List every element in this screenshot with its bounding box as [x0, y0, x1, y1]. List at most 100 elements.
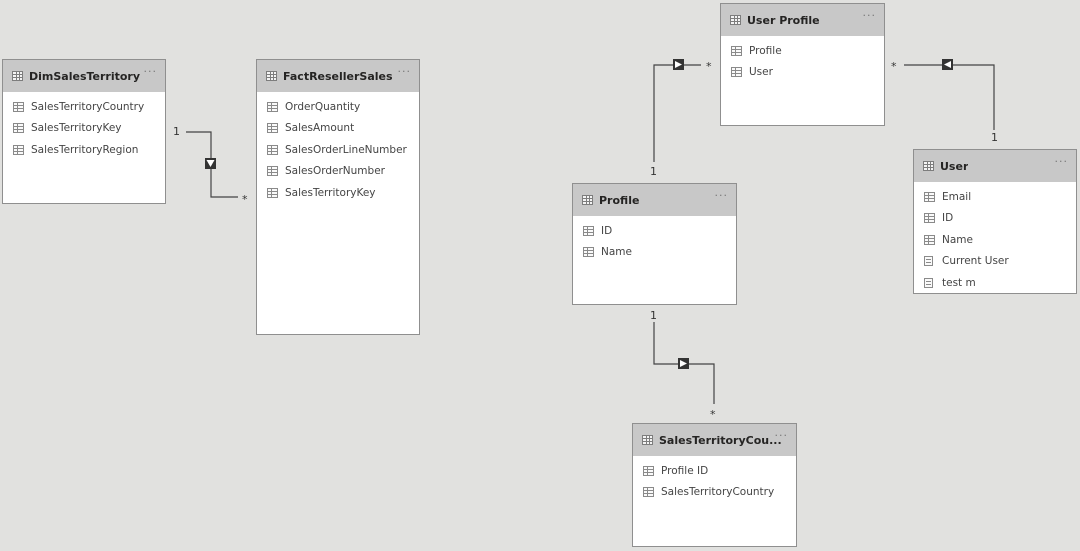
relationship-profile-userprofile[interactable]: 1 *	[650, 59, 712, 178]
more-options-icon[interactable]: ···	[397, 65, 411, 78]
filter-direction-right-icon	[678, 358, 689, 369]
table-header[interactable]: FactResellerSales ···	[257, 60, 419, 92]
table-card-user[interactable]: User ··· Email ID Name Current User test…	[913, 149, 1077, 294]
field-item[interactable]: Current User	[914, 251, 1076, 273]
field-item[interactable]: SalesAmount	[257, 118, 419, 140]
field-item[interactable]: SalesOrderNumber	[257, 161, 419, 183]
column-icon	[583, 225, 594, 236]
column-icon	[924, 234, 935, 245]
field-label: SalesAmount	[285, 122, 355, 135]
field-item[interactable]: User	[721, 62, 884, 84]
relationship-dimsalesterritory-factresellersales[interactable]: 1 *	[173, 125, 248, 206]
column-icon	[583, 247, 594, 258]
column-icon	[924, 213, 935, 224]
field-list: OrderQuantity SalesAmount SalesOrderLine…	[257, 92, 419, 204]
field-item[interactable]: OrderQuantity	[257, 96, 419, 118]
field-item[interactable]: SalesTerritoryCountry	[3, 96, 165, 118]
table-header[interactable]: User ···	[914, 150, 1076, 182]
filter-direction-down-icon	[205, 158, 216, 169]
field-label: SalesTerritoryKey	[285, 186, 376, 199]
field-label: SalesTerritoryKey	[31, 122, 122, 135]
field-item[interactable]: Profile	[721, 40, 884, 62]
more-options-icon[interactable]: ···	[862, 9, 876, 22]
cardinality-one-label: 1	[991, 131, 998, 144]
table-icon	[12, 71, 23, 81]
field-label: ID	[601, 224, 613, 237]
column-icon	[643, 487, 654, 498]
more-options-icon[interactable]: ···	[774, 429, 788, 442]
column-icon	[13, 123, 24, 134]
cardinality-one-label: 1	[173, 125, 180, 138]
field-item[interactable]: ID	[573, 220, 736, 242]
field-item[interactable]: SalesTerritoryKey	[257, 182, 419, 204]
measure-icon	[924, 277, 933, 288]
filter-direction-right-icon	[673, 59, 684, 70]
more-options-icon[interactable]: ···	[714, 189, 728, 202]
table-card-profile[interactable]: Profile ··· ID Name	[572, 183, 737, 305]
field-list: Profile ID SalesTerritoryCountry	[633, 456, 796, 503]
field-list: SalesTerritoryCountry SalesTerritoryKey …	[3, 92, 165, 161]
field-item[interactable]: ID	[914, 208, 1076, 230]
field-label: OrderQuantity	[285, 100, 361, 113]
column-icon	[13, 101, 24, 112]
table-title: SalesTerritoryCou...	[659, 433, 782, 447]
column-icon	[267, 144, 278, 155]
table-card-dimsalesterritory[interactable]: DimSalesTerritory ··· SalesTerritoryCoun…	[2, 59, 166, 204]
field-item[interactable]: SalesOrderLineNumber	[257, 139, 419, 161]
field-label: SalesOrderNumber	[285, 165, 385, 178]
cardinality-one-label: 1	[650, 165, 657, 178]
column-icon	[267, 123, 278, 134]
relationship-user-userprofile[interactable]: 1 *	[891, 59, 998, 144]
column-icon	[731, 67, 742, 78]
more-options-icon[interactable]: ···	[143, 65, 157, 78]
table-card-salesterritorycountry[interactable]: SalesTerritoryCou... ··· Profile ID Sale…	[632, 423, 797, 547]
field-item[interactable]: SalesTerritoryRegion	[3, 139, 165, 161]
table-icon	[923, 161, 934, 171]
relationship-profile-salesterritorycountry[interactable]: 1 *	[650, 309, 716, 421]
table-header[interactable]: SalesTerritoryCou... ···	[633, 424, 796, 456]
field-item[interactable]: SalesTerritoryCountry	[633, 482, 796, 504]
field-label: Current User	[942, 255, 1009, 268]
field-label: Profile ID	[661, 464, 709, 477]
table-card-userprofile[interactable]: User Profile ··· Profile User	[720, 3, 885, 126]
table-icon	[582, 195, 593, 205]
column-icon	[643, 465, 654, 476]
field-item[interactable]: Name	[914, 229, 1076, 251]
field-label: SalesTerritoryCountry	[31, 100, 145, 113]
field-item[interactable]: Name	[573, 242, 736, 264]
table-header[interactable]: Profile ···	[573, 184, 736, 216]
more-options-icon[interactable]: ···	[1054, 155, 1068, 168]
field-item[interactable]: SalesTerritoryKey	[3, 118, 165, 140]
table-title: User Profile	[747, 13, 820, 27]
cardinality-many-label: *	[242, 193, 248, 206]
field-item[interactable]: test m	[914, 272, 1076, 294]
table-title: Profile	[599, 193, 640, 207]
table-title: DimSalesTerritory	[29, 69, 141, 83]
table-title: User	[940, 159, 969, 173]
table-header[interactable]: DimSalesTerritory ···	[3, 60, 165, 92]
field-label: SalesOrderLineNumber	[285, 143, 407, 156]
field-label: Email	[942, 190, 972, 203]
cardinality-many-label: *	[891, 60, 897, 73]
column-icon	[731, 45, 742, 56]
column-icon	[267, 101, 278, 112]
table-title: FactResellerSales	[283, 69, 393, 83]
field-item[interactable]: Profile ID	[633, 460, 796, 482]
field-label: User	[749, 66, 773, 79]
cardinality-one-label: 1	[650, 309, 657, 322]
table-icon	[730, 15, 741, 25]
field-label: SalesTerritoryRegion	[31, 143, 139, 156]
column-icon	[924, 191, 935, 202]
field-list: ID Name	[573, 216, 736, 263]
field-label: SalesTerritoryCountry	[661, 486, 775, 499]
field-label: Name	[601, 246, 632, 259]
cardinality-many-label: *	[706, 60, 712, 73]
table-card-factresellersales[interactable]: FactResellerSales ··· OrderQuantity Sale…	[256, 59, 420, 335]
cardinality-many-label: *	[710, 408, 716, 421]
field-list: Email ID Name Current User test m	[914, 182, 1076, 294]
filter-direction-left-icon	[942, 59, 953, 70]
field-label: ID	[942, 212, 954, 225]
field-item[interactable]: Email	[914, 186, 1076, 208]
table-header[interactable]: User Profile ···	[721, 4, 884, 36]
